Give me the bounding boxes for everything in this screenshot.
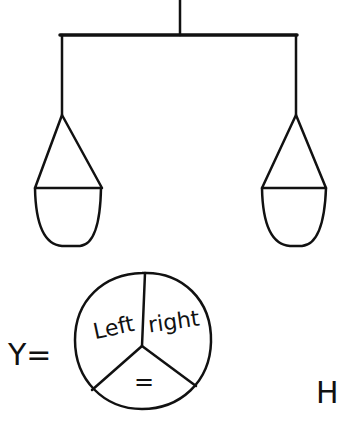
- sector-label: =: [134, 370, 154, 394]
- sector-label: Left: [91, 313, 136, 343]
- handwritten-label: H: [316, 378, 339, 408]
- handwritten-label: Y=: [8, 340, 51, 370]
- sector-label: right: [147, 308, 201, 337]
- sector-circle: Left right =: [72, 270, 214, 412]
